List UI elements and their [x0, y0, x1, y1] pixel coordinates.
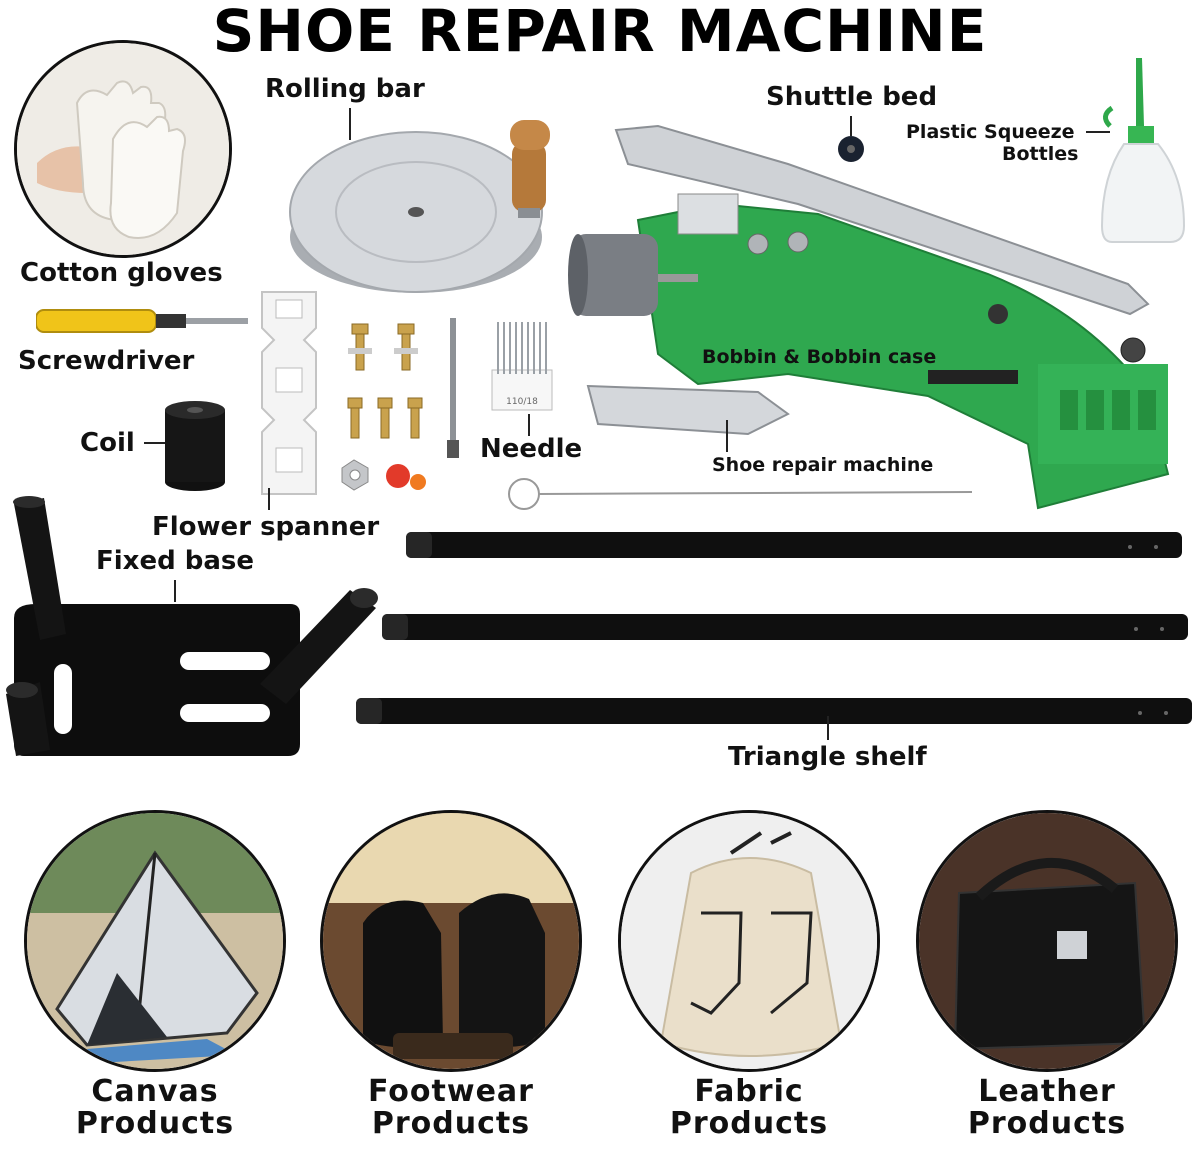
fabric-products-image: [618, 810, 880, 1072]
flower-spanner-leader: [268, 488, 270, 510]
squeeze-bottles-label-line1: Plastic Squeeze: [906, 121, 1075, 143]
squeeze-bottles-leader: [1086, 131, 1110, 133]
page-title: SHOE REPAIR MACHINE: [212, 0, 988, 65]
footwear-caption-line1: Footwear: [368, 1074, 534, 1109]
needle-pack-text: 110/18: [506, 397, 538, 407]
threader-image: [506, 476, 976, 512]
leather-caption-line1: Leather: [978, 1074, 1116, 1109]
fixed-base-image: [0, 494, 390, 764]
triangle-shelf-rod-1: [406, 530, 1186, 560]
shuttle-bed-label: Shuttle bed: [766, 82, 938, 112]
shuttle-bed-leader: [850, 116, 852, 136]
squeeze-bottles-label-line2: Bottles: [1002, 143, 1079, 165]
triangle-shelf-leader: [827, 716, 829, 740]
triangle-shelf-rod-2: [382, 612, 1192, 642]
shoe-repair-machine-image: [568, 124, 1178, 514]
needle-pack-image: 110/18: [490, 318, 554, 414]
leather-caption-line2: Products: [967, 1106, 1127, 1141]
footwear-caption-line2: Products: [371, 1106, 531, 1141]
fabric-caption-line2: Products: [669, 1106, 829, 1141]
flower-spanner-label: Flower spanner: [152, 512, 380, 542]
screwdriver-image: [36, 306, 252, 336]
fixed-base-label: Fixed base: [96, 546, 255, 576]
triangle-shelf-label: Triangle shelf: [728, 742, 927, 772]
canvas-products-image: [24, 810, 286, 1072]
cotton-gloves-label: Cotton gloves: [20, 258, 223, 288]
shoe-machine-leader: [726, 420, 728, 452]
screws-image: [336, 318, 436, 502]
rolling-bar-leader: [349, 108, 351, 140]
footwear-products-image: [320, 810, 582, 1072]
bobbin-case-label: Bobbin & Bobbin case: [702, 346, 937, 368]
canvas-products-caption: Canvas Products: [44, 1076, 266, 1140]
rolling-bar-label: Rolling bar: [265, 74, 425, 104]
coil-leader: [144, 442, 166, 444]
fabric-products-caption: Fabric Products: [628, 1076, 870, 1140]
pin-image: [443, 316, 463, 462]
coil-label: Coil: [80, 428, 135, 458]
screwdriver-label: Screwdriver: [18, 346, 195, 376]
leather-products-caption: Leather Products: [926, 1076, 1168, 1140]
coil-image: [162, 400, 228, 492]
flower-spanner-image: [254, 288, 324, 498]
canvas-caption-line2: Products: [75, 1106, 235, 1141]
triangle-shelf-rod-3: [356, 696, 1196, 726]
shuttle-bed-image: [836, 134, 866, 164]
needle-label: Needle: [480, 434, 583, 464]
footwear-products-caption: Footwear Products: [330, 1076, 572, 1140]
fabric-caption-line1: Fabric: [694, 1074, 804, 1109]
leather-products-image: [916, 810, 1178, 1072]
canvas-caption-line1: Canvas: [91, 1074, 219, 1109]
needle-leader: [528, 414, 530, 436]
fixed-base-leader: [174, 580, 176, 602]
cotton-gloves-image: [14, 40, 232, 258]
squeeze-bottle-image: [1100, 56, 1190, 246]
rolling-bar-image: [288, 112, 578, 302]
shoe-repair-machine-label: Shoe repair machine: [712, 454, 934, 476]
